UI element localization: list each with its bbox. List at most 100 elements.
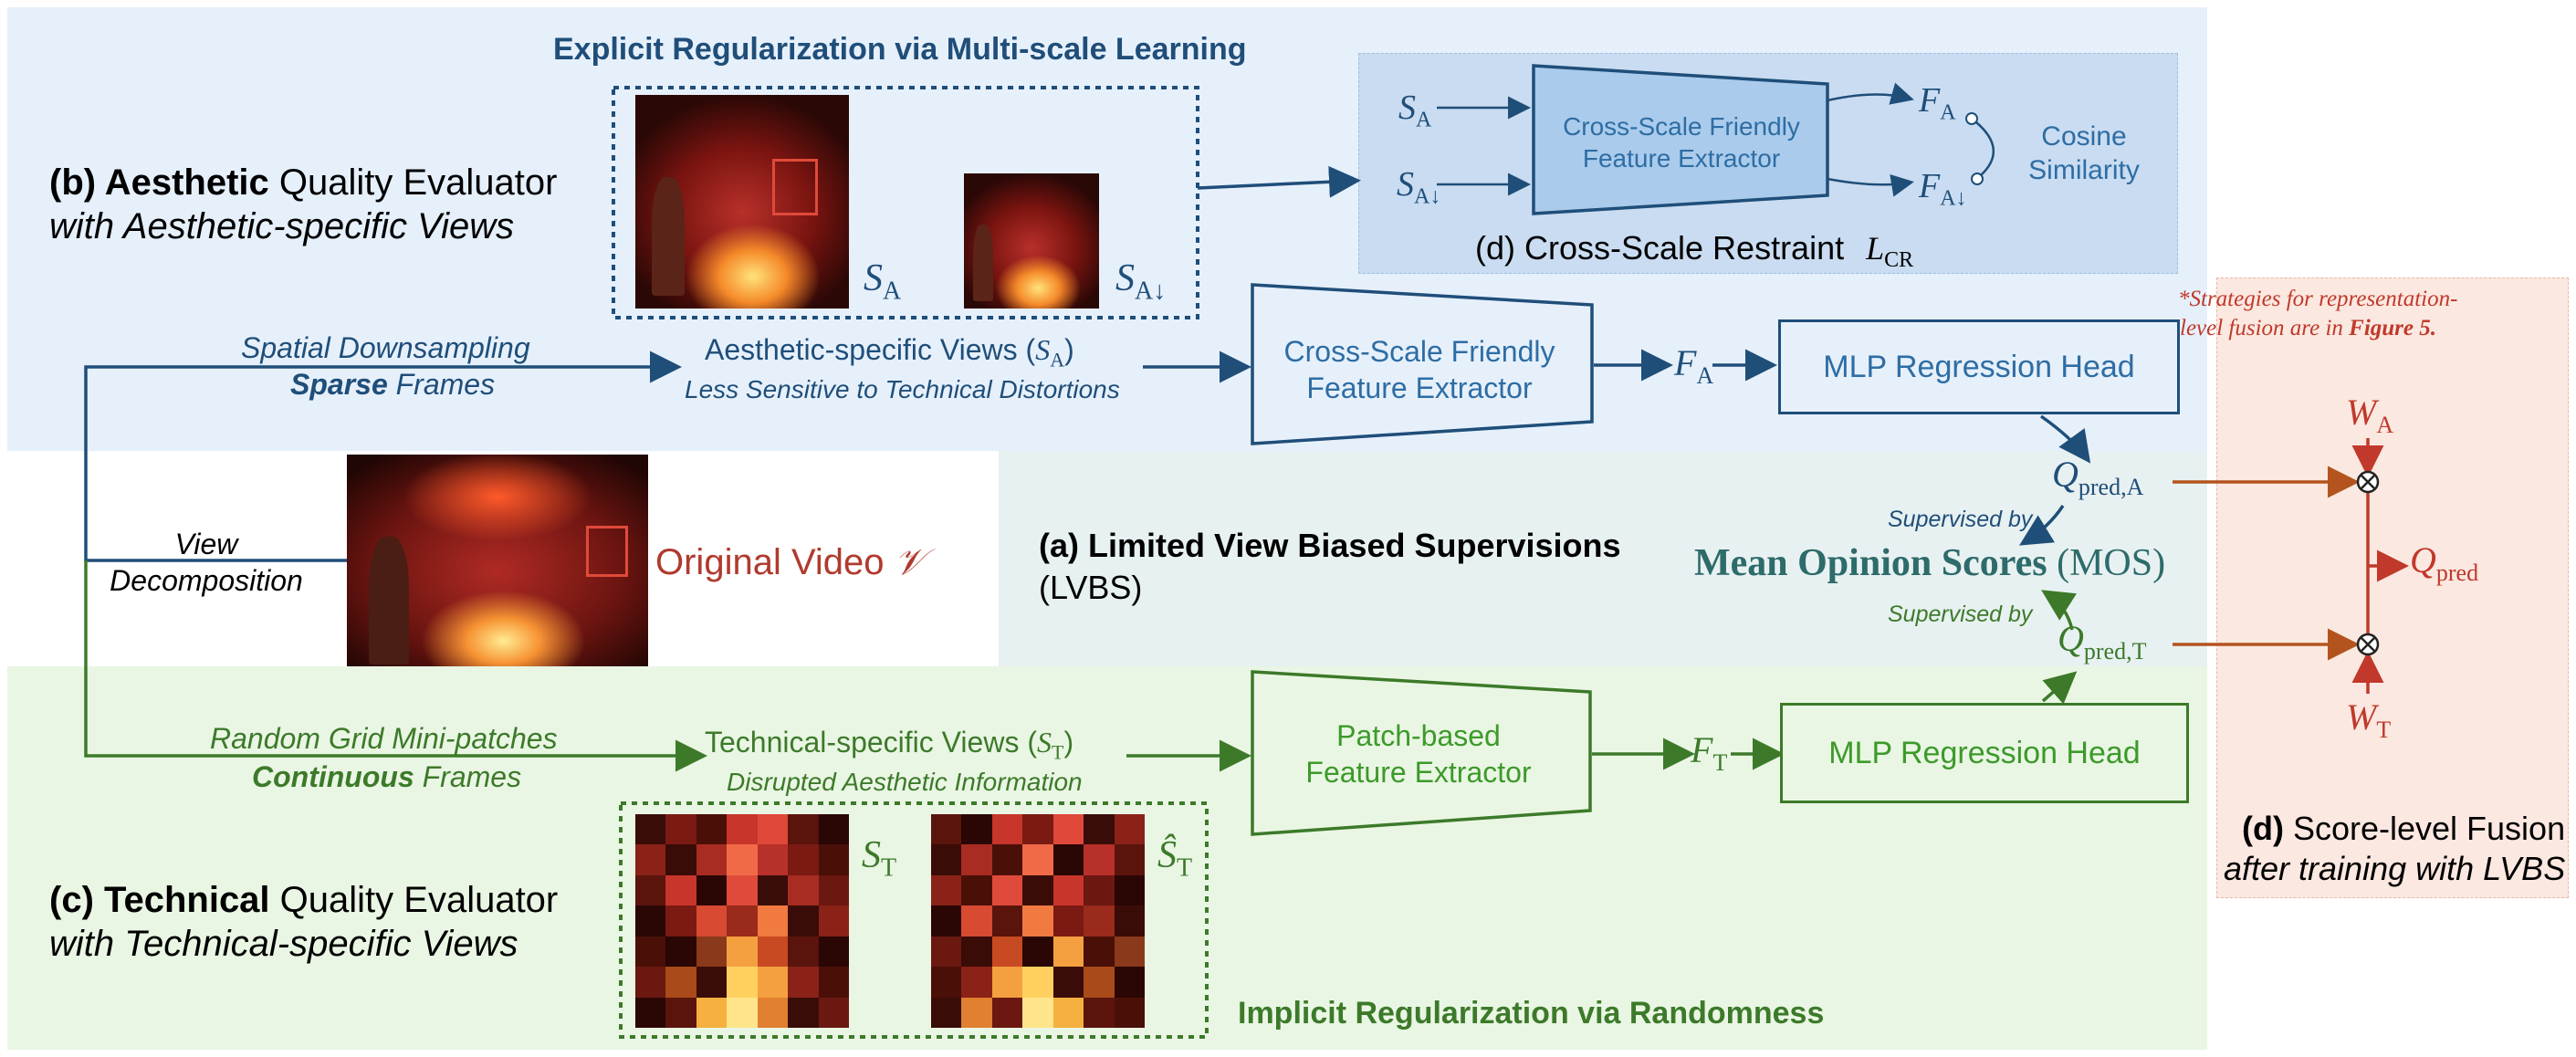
sa-down-symbol: S <box>1115 257 1135 299</box>
aesthetic-evaluator-sublabel: with Aesthetic-specific Views <box>49 206 515 246</box>
technical-view-st-hat-image <box>931 814 1145 1028</box>
aesthetic-view-sa-down-label: SA↓ <box>1115 257 1166 306</box>
aesthetic-fa-sub: A <box>1696 362 1714 389</box>
aesthetic-feature-fa: FA <box>1674 343 1713 390</box>
mos-text: Mean Opinion Scores <box>1694 542 2047 584</box>
original-video-text: Original Video <box>655 542 895 582</box>
technical-label-rest: Quality Evaluator <box>269 880 559 920</box>
fusion-note-figure-ref: Figure 5. <box>2349 316 2437 340</box>
fusion-region <box>2216 277 2569 898</box>
aesthetic-view-full-image <box>635 95 849 309</box>
aesthetic-views-note: Less Sensitive to Technical Distortions <box>685 375 1120 403</box>
q-pred-t-symbol: Q <box>2058 618 2084 659</box>
restraint-symbol-letter: L <box>1866 230 1885 267</box>
technical-view-st-image <box>635 814 849 1028</box>
lvbs-label-abbr: (LVBS) <box>1039 569 1143 606</box>
original-video-label: Original Video 𝒱 <box>655 542 925 583</box>
aesthetic-label-bold: Aesthetic <box>104 162 269 203</box>
wt-symbol: W <box>2346 696 2377 738</box>
aesthetic-view-sa-label: SA <box>864 257 901 306</box>
technical-views-text: Technical-specific Views ( <box>705 726 1037 759</box>
view-decomposition-label: View Decomposition <box>110 528 303 597</box>
technical-path-label-2: Continuous Frames <box>252 760 522 793</box>
original-video-tree-shape <box>369 537 409 665</box>
sa-subscript: A <box>883 277 902 306</box>
wa-subscript: A <box>2376 412 2394 438</box>
aesthetic-views-symbol: SA <box>1035 333 1064 371</box>
sa-down-subscript: A↓ <box>1135 277 1167 306</box>
aesthetic-path-label-2: Sparse Frames <box>290 368 496 401</box>
aesthetic-views-symbol-sub: A <box>1050 348 1065 372</box>
technical-views-symbol-letter: S <box>1036 726 1052 759</box>
technical-ft-symbol: F <box>1691 729 1713 770</box>
aesthetic-view-small-tree-shape <box>973 225 993 301</box>
technical-views-note: Disrupted Aesthetic Information <box>727 768 1083 796</box>
supervision-region <box>999 451 2207 666</box>
restraint-text: (d) Cross-Scale Restraint <box>1475 229 1845 267</box>
st-subscript: T <box>881 853 897 883</box>
supervised-by-bottom: Supervised by <box>1888 602 2033 627</box>
restraint-symbol-subscript: CR <box>1884 248 1914 273</box>
q-pred-symbol: Q <box>2410 539 2436 581</box>
cs-out-a-subscript: A <box>1940 100 1956 125</box>
cross-scale-out-a: FA <box>1919 81 1956 125</box>
technical-label-prefix: (c) <box>49 880 104 920</box>
aesthetic-fa-symbol: F <box>1674 342 1697 383</box>
aesthetic-view-panel-shape <box>772 159 818 215</box>
fusion-note-line-2: level fusion are in Figure 5. <box>2180 316 2436 341</box>
q-pred-t-sub: pred,T <box>2083 638 2147 665</box>
fusion-label-rest: Score-level Fusion <box>2283 810 2566 847</box>
technical-views-symbol: ST <box>1036 726 1063 763</box>
cross-scale-input-a: SA <box>1398 89 1431 132</box>
aesthetic-path-label-1: Spatial Downsampling <box>241 331 530 364</box>
fusion-weight-a: WA <box>2346 392 2393 439</box>
supervised-by-top: Supervised by <box>1888 507 2033 532</box>
aesthetic-mlp-head: MLP Regression Head <box>1778 319 2180 414</box>
technical-view-st-label: ST <box>862 834 896 883</box>
aesthetic-path-rest: Frames <box>387 368 496 401</box>
cross-scale-restraint-label: (d) Cross-Scale Restraint LCR <box>1475 230 1913 273</box>
technical-mlp-head: MLP Regression Head <box>1780 703 2189 803</box>
q-pred-a: Qpred,A <box>2052 455 2143 501</box>
aesthetic-label-rest: Quality Evaluator <box>268 162 558 203</box>
cs-out-a-symbol: F <box>1919 81 1941 120</box>
top-title: Explicit Regularization via Multi-scale … <box>553 32 1247 67</box>
technical-path-bold: Continuous <box>252 760 414 793</box>
technical-views-symbol-sub: T <box>1051 740 1064 764</box>
cs-input-a-subscript: A <box>1416 108 1432 132</box>
cs-input-b-subscript: A↓ <box>1414 184 1441 209</box>
st-hat-symbol: Ŝ <box>1157 834 1177 876</box>
mos-abbr: (MOS) <box>2057 542 2166 584</box>
st-hat-subscript: T <box>1177 853 1193 883</box>
q-pred-subscript: pred <box>2435 560 2479 586</box>
fusion-label: (d) Score-level Fusion <box>2242 811 2565 847</box>
restraint-symbol: LCR <box>1866 230 1913 272</box>
aesthetic-label-prefix: (b) <box>49 162 105 203</box>
fusion-weight-t: WT <box>2346 697 2391 744</box>
original-video-panel-shape <box>586 526 628 577</box>
cross-scale-extractor: Cross-Scale Friendly Feature Extractor <box>1563 112 1800 173</box>
bottom-title: Implicit Regularization via Randomness <box>1238 996 1825 1031</box>
st-symbol: S <box>862 834 881 876</box>
cross-scale-out-b: FA↓ <box>1919 167 1967 211</box>
sa-symbol: S <box>864 257 883 299</box>
q-pred-a-symbol: Q <box>2052 454 2079 495</box>
cs-out-b-symbol: F <box>1919 167 1941 205</box>
wa-symbol: W <box>2346 392 2377 433</box>
wt-subscript: T <box>2376 717 2392 743</box>
mos-label: Mean Opinion Scores (MOS) <box>1694 542 2165 584</box>
original-video-image <box>347 455 648 666</box>
technical-ft-sub: T <box>1712 749 1728 776</box>
technical-view-st-hat-label: ŜT <box>1157 834 1192 883</box>
technical-path-rest: Frames <box>414 760 522 793</box>
lvbs-label: (a) Limited View Biased Supervisions <box>1039 527 1621 564</box>
cosine-similarity-label: Cosine Similarity <box>2028 120 2140 186</box>
aesthetic-evaluator-label: (b) Aesthetic Quality Evaluator <box>49 162 557 203</box>
cs-input-b-symbol: S <box>1397 165 1414 204</box>
technical-evaluator-label: (c) Technical Quality Evaluator <box>49 880 558 920</box>
fusion-label-bold: (d) <box>2242 810 2284 847</box>
technical-views-label: Technical-specific Views (ST) <box>705 726 1073 764</box>
technical-path-label-1: Random Grid Mini-patches <box>210 722 558 755</box>
cs-input-a-symbol: S <box>1398 89 1416 127</box>
fusion-note-text: level fusion are in <box>2180 316 2350 340</box>
